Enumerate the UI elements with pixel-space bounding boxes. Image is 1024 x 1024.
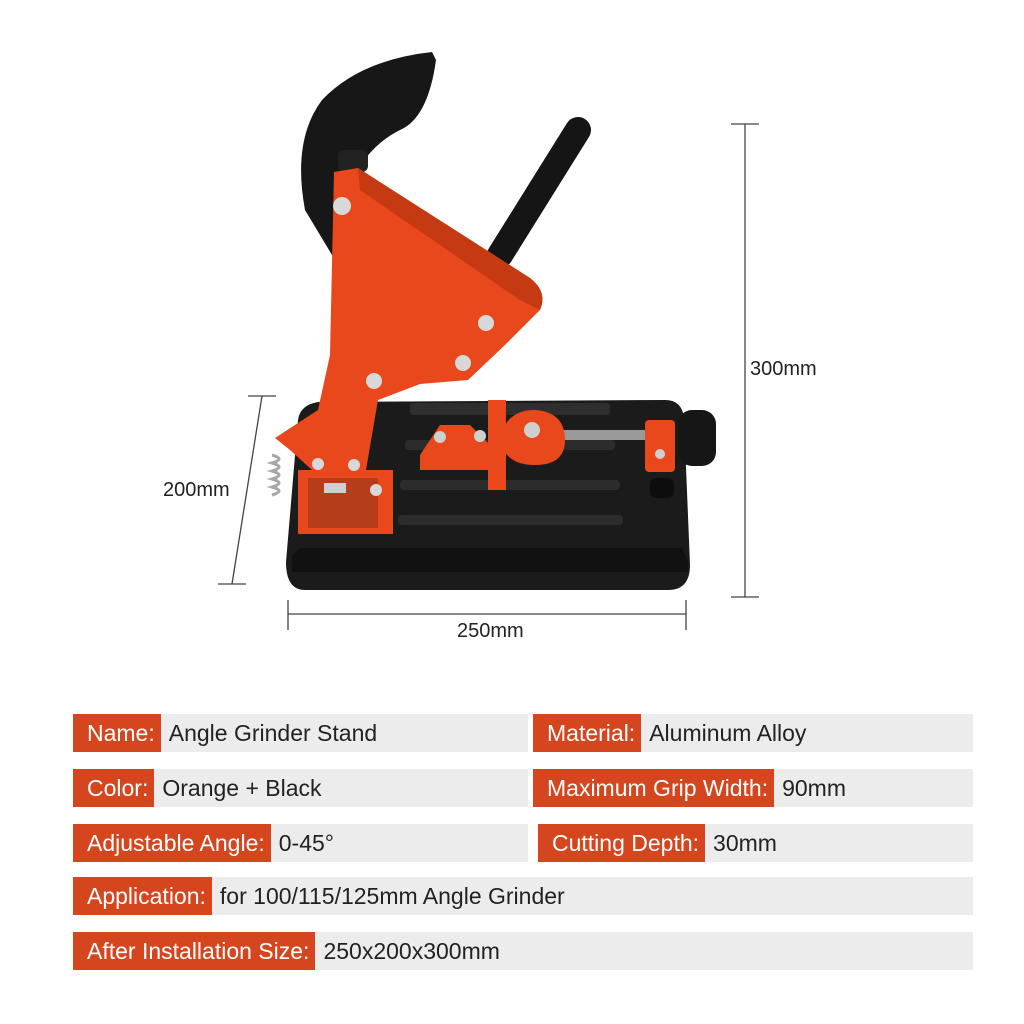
spec-material-label: Material:	[533, 714, 642, 752]
spec-install-size-label: After Installation Size:	[73, 932, 316, 970]
width-dimension-label: 250mm	[457, 620, 524, 642]
spec-angle-value: 0-45°	[278, 829, 334, 856]
spec-grip-width-value: 90mm	[782, 774, 846, 801]
spec-name: Name: Angle Grinder Stand	[73, 714, 528, 752]
spec-install-size: After Installation Size: 250x200x300mm	[73, 932, 973, 970]
spec-name-value: Angle Grinder Stand	[168, 719, 378, 746]
spec-install-size-value: 250x200x300mm	[323, 937, 500, 964]
product-image	[218, 52, 759, 630]
spec-color-label: Color:	[73, 769, 155, 807]
handle	[338, 117, 591, 268]
spec-cutting-depth-label: Cutting Depth:	[538, 824, 706, 862]
vise-clamp	[420, 400, 716, 490]
spec-grip-width-label: Maximum Grip Width:	[533, 769, 775, 807]
spec-angle-label: Adjustable Angle:	[73, 824, 271, 862]
orange-arm	[275, 168, 543, 534]
spec-angle: Adjustable Angle: 0-45°	[73, 824, 528, 862]
dimension-lines	[218, 123, 759, 630]
spec-name-label: Name:	[73, 714, 161, 752]
spec-material-value: Aluminum Alloy	[649, 719, 807, 746]
spec-material: Material: Aluminum Alloy	[533, 714, 973, 752]
spec-application-label: Application:	[73, 877, 212, 915]
spec-application: Application: for 100/115/125mm Angle Gri…	[73, 877, 973, 915]
base-plate	[286, 400, 690, 590]
spec-application-value: for 100/115/125mm Angle Grinder	[219, 882, 565, 909]
depth-dimension-label: 200mm	[163, 479, 230, 501]
height-dimension-label: 300mm	[750, 358, 817, 380]
spec-cutting-depth: Cutting Depth: 30mm	[538, 824, 973, 862]
spec-cutting-depth-value: 30mm	[713, 829, 777, 856]
spring	[266, 453, 281, 497]
spec-grip-width: Maximum Grip Width: 90mm	[533, 769, 973, 807]
spec-color: Color: Orange + Black	[73, 769, 528, 807]
spec-color-value: Orange + Black	[162, 774, 322, 801]
